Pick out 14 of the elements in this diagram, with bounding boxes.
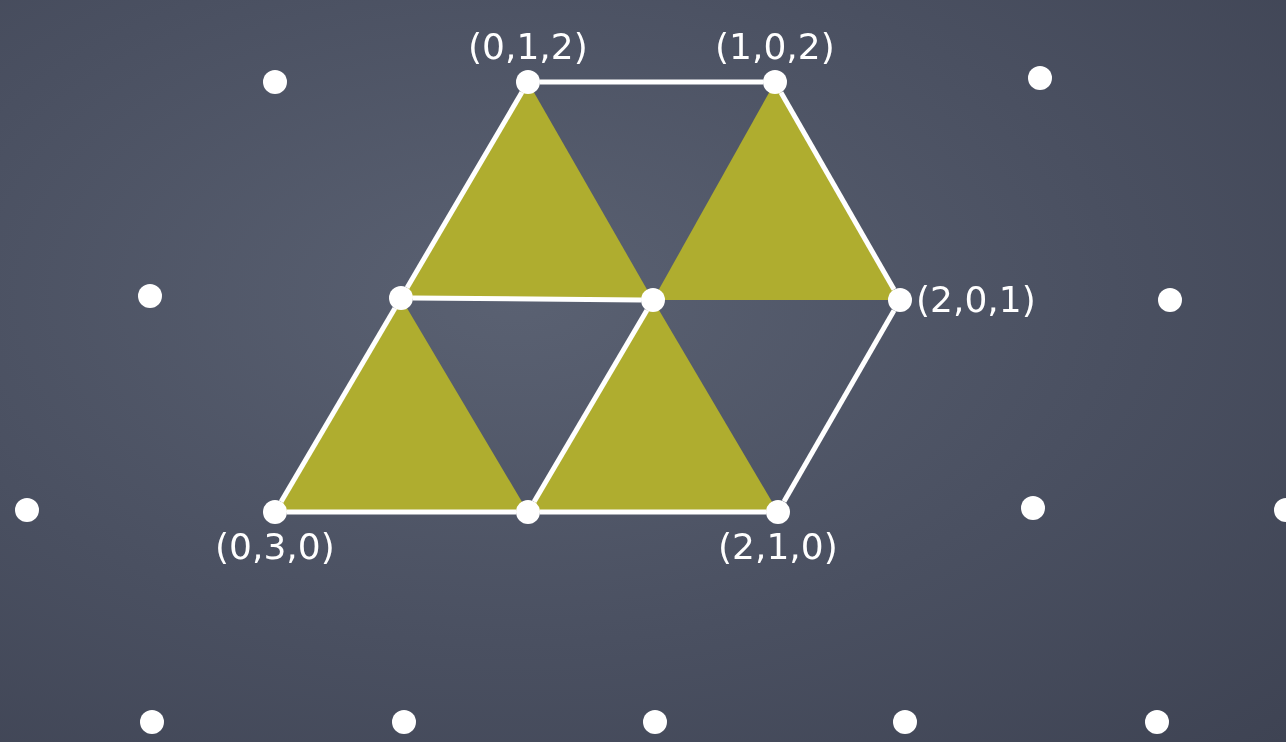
- coordinate-label: (1,0,2): [715, 26, 835, 68]
- coordinate-label: (2,0,1): [916, 279, 1036, 321]
- edge-line: [278, 307, 398, 503]
- edge-line: [413, 295, 641, 303]
- edge-line: [404, 91, 525, 289]
- coordinate-label: (2,1,0): [718, 526, 838, 568]
- edge-line: [540, 79, 763, 85]
- edge-line: [778, 91, 897, 291]
- coordinate-label: (0,1,2): [468, 26, 588, 68]
- edge-line: [781, 309, 897, 503]
- edge-line: [540, 509, 766, 515]
- edge-line: [287, 509, 516, 515]
- coordinate-label: (0,3,0): [215, 526, 335, 568]
- edge-line: [531, 309, 650, 503]
